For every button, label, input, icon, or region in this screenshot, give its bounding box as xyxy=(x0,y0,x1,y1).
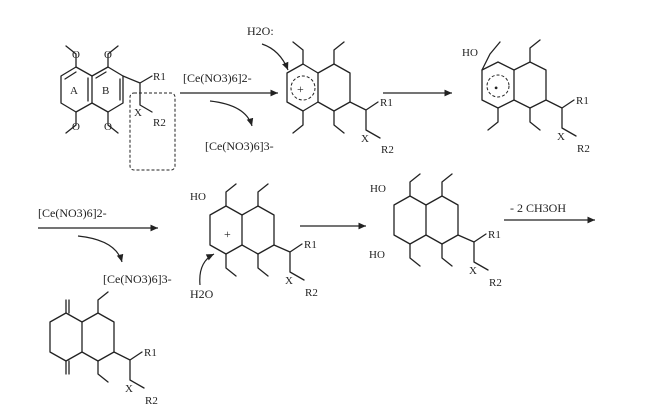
ring-label-a: A xyxy=(70,85,78,97)
label-x: X xyxy=(125,383,133,395)
label-x: X xyxy=(361,133,369,145)
reaction-arrow-5: - 2 CH3OH xyxy=(504,201,595,224)
label-r2: R2 xyxy=(145,395,158,407)
label-r2: R2 xyxy=(489,277,502,289)
label-x: X xyxy=(469,265,477,277)
label-ho: HO xyxy=(369,249,385,261)
water-bottom: H2O xyxy=(190,287,214,301)
label-r1: R1 xyxy=(153,71,166,83)
delocalized-ring xyxy=(486,74,510,98)
molecule-start: O O O O A B R1 X R2 xyxy=(60,45,176,171)
radical-dot: • xyxy=(494,81,498,95)
label-r1: R1 xyxy=(380,97,393,109)
label-x: X xyxy=(557,131,565,143)
molecule-radical: HO • R1 X R2 xyxy=(462,39,590,155)
reaction-arrow-1: [Ce(NO3)6]2- [Ce(NO3)6]3- xyxy=(180,71,278,153)
molecule-hemiketal: HO HO R1 X R2 xyxy=(369,173,502,289)
label-r2: R2 xyxy=(305,287,318,299)
highlight-box xyxy=(129,92,176,171)
molecule-cation: HO + R1 X R2 H2O xyxy=(190,183,318,301)
label-r1: R1 xyxy=(576,95,589,107)
label-r1: R1 xyxy=(144,347,157,359)
water-top: H2O: xyxy=(247,24,274,38)
label-ho: HO xyxy=(190,191,206,203)
molecule-product-quinone: R1 X R2 xyxy=(49,291,158,407)
label-ho: HO xyxy=(370,183,386,195)
elimination-label: - 2 CH3OH xyxy=(510,201,566,215)
delocalized-ring xyxy=(290,75,316,101)
label-r2: R2 xyxy=(381,144,394,156)
reagent-oxidant: [Ce(NO3)6]2- xyxy=(183,71,252,85)
label-r2: R2 xyxy=(153,117,166,129)
reagent-reduced-b: [Ce(NO3)6]3- xyxy=(103,272,172,286)
reagent-oxidant-b: [Ce(NO3)6]2- xyxy=(38,206,107,220)
label-o: O xyxy=(72,49,80,61)
label-o: O xyxy=(104,49,112,61)
label-r1: R1 xyxy=(488,229,501,241)
molecule-radical-cation: H2O: + R1 X R2 xyxy=(247,24,394,156)
label-x: X xyxy=(285,275,293,287)
cation-plus: + xyxy=(297,82,304,96)
ring-label-b: B xyxy=(102,85,109,97)
label-r1: R1 xyxy=(304,239,317,251)
reaction-arrow-3: [Ce(NO3)6]2- [Ce(NO3)6]3- xyxy=(38,206,172,286)
label-o: O xyxy=(72,121,80,133)
label-o: O xyxy=(104,121,112,133)
label-x: X xyxy=(134,107,142,119)
reagent-reduced: [Ce(NO3)6]3- xyxy=(205,139,274,153)
label-ho: HO xyxy=(462,47,478,59)
label-r2: R2 xyxy=(577,143,590,155)
cation-plus: + xyxy=(224,227,231,241)
